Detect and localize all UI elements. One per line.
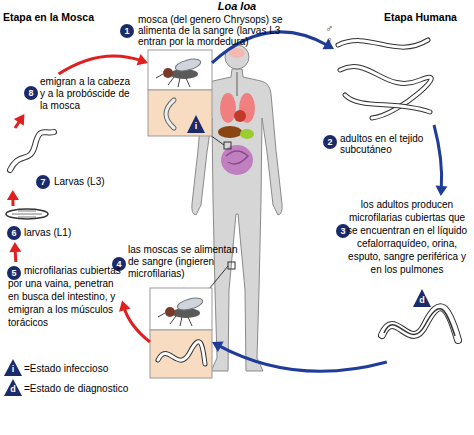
brain [229, 48, 245, 58]
adult-worm-body [340, 67, 431, 118]
heart [234, 110, 246, 122]
lifecycle-arrow [9, 242, 21, 262]
lifecycle-arrow [119, 301, 150, 343]
arrow-head [14, 114, 25, 126]
arrow-line [124, 307, 150, 342]
fly-head [165, 307, 175, 317]
l3-larva-outline [10, 132, 54, 170]
trachea [236, 72, 238, 96]
adult-worm-outline [338, 40, 428, 47]
step-text: las moscas se alimentan de sangre (ingie… [128, 244, 246, 280]
fly-picture-frame [148, 50, 212, 90]
lifecycle-arrow [434, 125, 447, 196]
fly-legs [158, 313, 192, 326]
adult-worm-body [338, 40, 428, 47]
stage-heading: Etapa en la Mosca [3, 11, 94, 23]
stage-node: 6larvas (L1) [4, 206, 94, 242]
diagnostic-stage-marker [413, 289, 431, 307]
arrow-head [9, 242, 21, 252]
l1-larva [6, 209, 48, 219]
step-number: 2 [323, 135, 337, 149]
arrow-line [218, 345, 387, 371]
lifecycle-arrow [7, 190, 19, 206]
stage-marker-letter: d [413, 295, 431, 305]
diagram-title: Loa loa [187, 0, 287, 12]
intestine-coil [226, 151, 248, 164]
lifecycle-arrow [212, 341, 387, 371]
stage-node: 8emigran a la cabeza y a la probóscide d… [22, 74, 144, 114]
legend-text: =Estado de diagnostico [24, 383, 128, 394]
step-number: 7 [36, 175, 50, 189]
fly-drawing [156, 57, 202, 87]
larva-body [166, 100, 174, 128]
stage-marker-letter: i [187, 121, 205, 131]
stage-node: 4las moscas se alimentan de sangre (ingi… [150, 288, 212, 378]
lifecycle-arrow [14, 114, 25, 128]
step-text: microfilarias cubiertas por una vaina, p… [8, 264, 122, 329]
arrow-head [119, 301, 131, 312]
step-text: los adultos producen microfilarias cubie… [344, 198, 470, 276]
step-text: mosca (del genero Chrysops) se alimenta … [138, 14, 308, 47]
l3-larva-body [10, 132, 54, 170]
legend-text: =Estado infeccioso [24, 363, 108, 374]
step-text: emigran a la cabeza y a la probóscide de… [40, 76, 136, 112]
microfilaria-body [384, 309, 455, 336]
stage-heading: Etapa Humana [384, 11, 457, 23]
arrow-line [59, 56, 142, 74]
arrow-head [212, 341, 224, 352]
fly-wing [176, 296, 204, 312]
step-text: Larvas (L3) [54, 176, 112, 187]
l1-larva-stripes [12, 211, 42, 217]
arrow-head [137, 54, 148, 65]
stomach [240, 129, 254, 139]
adult-worm-outline [345, 95, 430, 112]
step-text: larvas (L1) [24, 227, 90, 238]
bite-site-marker [228, 262, 235, 269]
sex-symbol: ♂ [325, 22, 333, 34]
microfilaria-picture-frame [150, 330, 212, 378]
sex-symbol: ♀ [325, 34, 333, 46]
stage-node: 2adultos en el tejido subcutáneo [334, 30, 434, 125]
microfilaria-sheath-inner [382, 307, 458, 340]
stage-node: 1mosca (del genero Chrysops) se alimenta… [148, 50, 212, 136]
fly-picture-frame [150, 288, 212, 330]
fly-wing [174, 57, 202, 73]
step-number: 8 [24, 86, 38, 100]
stage-node: 5microfilarias cubiertas por una vaina, … [4, 262, 122, 332]
stage-node: 3los adultos producen microfilarias cubi… [330, 196, 472, 362]
stage-node: 7 Larvas (L3) [4, 128, 114, 190]
arrow-line [434, 125, 442, 189]
infective-stage-marker [187, 115, 205, 133]
stage-marker-letter: d [4, 384, 22, 394]
step-number: 1 [120, 24, 134, 38]
fly-drawing [158, 296, 204, 326]
step-number: 5 [7, 266, 21, 280]
lung [220, 93, 236, 123]
adult-worm-body [345, 95, 430, 112]
step-number: 6 [7, 226, 21, 240]
step-text: adultos en el tejido subcutáneo [340, 133, 440, 155]
arrow-head [435, 186, 447, 196]
leader-line [209, 266, 228, 289]
legend-infective-marker [4, 359, 22, 376]
bite-site-marker [224, 142, 231, 149]
microfilaria-outline [158, 342, 205, 364]
microfilaria-body [158, 342, 205, 364]
larva-outline [166, 100, 174, 128]
adult-worm-outline [340, 67, 431, 118]
arrow-head [7, 190, 19, 200]
fly-head [163, 68, 173, 78]
larva-picture-frame [148, 90, 212, 136]
microfilaria-sheath [382, 307, 458, 340]
stage-marker-letter: i [4, 364, 22, 374]
liver [218, 126, 242, 138]
fly-legs [156, 74, 190, 87]
lifecycle-arrow [59, 54, 148, 74]
legend-diagnostic-marker [4, 379, 22, 396]
